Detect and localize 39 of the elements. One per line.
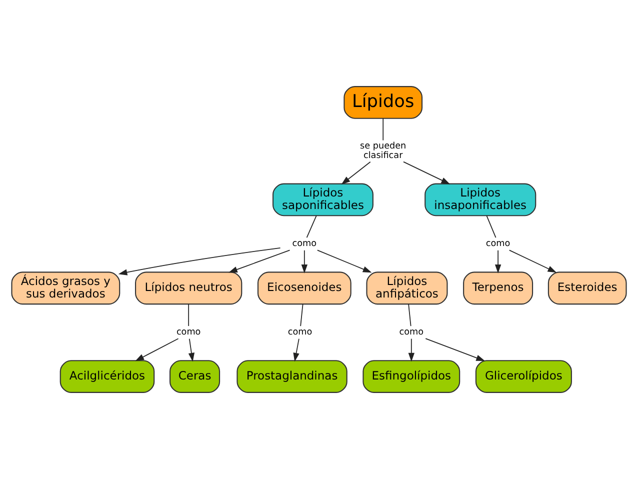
- node-box: Lipidos insaponificables: [424, 183, 536, 216]
- node-box: Lípidos anfipáticos: [366, 272, 448, 305]
- arrow: [408, 338, 414, 362]
- arrow: [118, 247, 281, 276]
- node-box: Prostaglandinas: [236, 360, 348, 393]
- node-text: como: [399, 328, 424, 338]
- connector: [408, 304, 412, 326]
- arrow: [228, 250, 290, 273]
- node-box: Glicerolípidos: [475, 360, 572, 393]
- node-box: Lípidos neutros: [135, 272, 242, 305]
- connector: [486, 215, 496, 238]
- arrow: [403, 161, 450, 184]
- node-box: Terpenos: [463, 272, 534, 305]
- node-box: Ceras: [169, 360, 220, 393]
- node-box: Lípidos saponificables: [272, 183, 374, 216]
- connector: [300, 304, 304, 326]
- node-text: se pueden clasificar: [360, 141, 406, 162]
- arrow: [494, 250, 502, 274]
- node-text: como: [176, 328, 201, 338]
- node-box: Eicosenoides: [257, 272, 352, 305]
- node-box: Esteroides: [548, 272, 627, 305]
- arrow: [135, 338, 179, 362]
- connector: [382, 118, 384, 141]
- node-box: Ácidos grasos y sus derivados: [11, 272, 120, 305]
- arrow: [293, 338, 300, 362]
- arrow: [188, 338, 195, 362]
- arrow: [301, 250, 308, 274]
- node-box: Acilglicéridos: [60, 360, 155, 393]
- arrow: [316, 250, 372, 273]
- arrow: [425, 338, 486, 362]
- arrow: [341, 161, 371, 185]
- connector: [306, 215, 317, 238]
- arrow: [508, 250, 557, 273]
- node-text: como: [292, 239, 317, 250]
- node-text: como: [486, 239, 510, 250]
- node-text: como: [288, 328, 312, 338]
- node-box: Esfingolípidos: [362, 360, 460, 393]
- node-box: Lípidos: [344, 86, 423, 119]
- connector: [188, 304, 190, 326]
